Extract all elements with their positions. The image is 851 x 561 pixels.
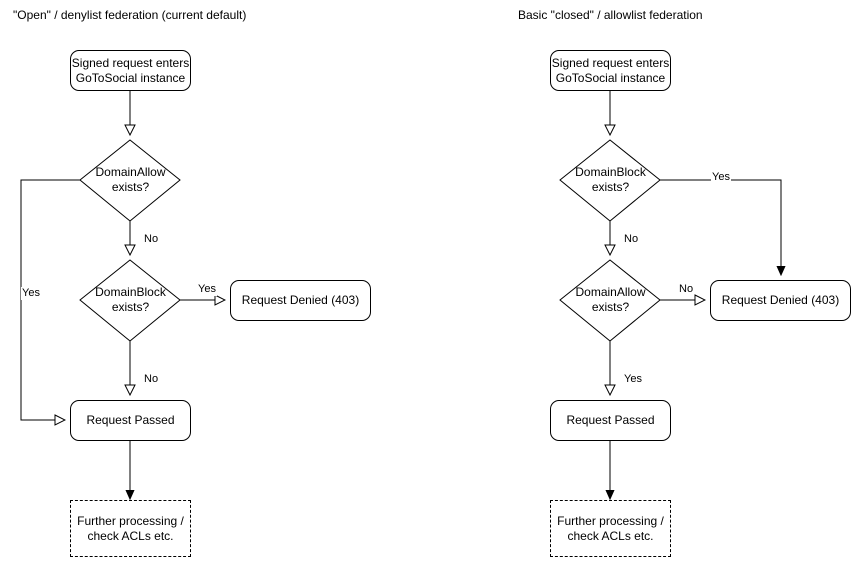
node-start-left-line2: GoToSocial instance: [75, 70, 186, 85]
node-request-passed-right[interactable]: Request Passed: [550, 400, 671, 441]
edge-domainallow-yes-left: [20, 179, 80, 420]
node-start-right-line1: Signed request enters: [551, 55, 670, 70]
decision-domainblock-left[interactable]: [79, 259, 181, 342]
decision-domainblock-right[interactable]: [559, 139, 661, 222]
panel-title-allowlist: Basic "closed" / allowlist federation: [518, 8, 703, 22]
node-start-right[interactable]: Signed request enters GoToSocial instanc…: [550, 50, 671, 91]
node-further-processing-right-line1: Further processing /: [557, 513, 664, 528]
node-further-processing-left-line2: check ACLs etc.: [87, 528, 174, 543]
edge-label-domainblock-no-left: No: [143, 373, 160, 386]
node-request-denied-left[interactable]: Request Denied (403): [230, 280, 371, 321]
node-further-processing-left[interactable]: Further processing / check ACLs etc.: [70, 500, 191, 557]
node-request-passed-left-label: Request Passed: [86, 413, 175, 427]
node-request-denied-right[interactable]: Request Denied (403): [710, 280, 851, 321]
decision-domainallow-right[interactable]: [559, 259, 661, 342]
node-start-left-line1: Signed request enters: [71, 55, 190, 70]
node-further-processing-right[interactable]: Further processing / check ACLs etc.: [550, 500, 671, 557]
node-further-processing-left-line1: Further processing /: [77, 513, 184, 528]
edge-label-domainallow-yes-left: Yes: [21, 287, 41, 300]
node-further-processing-right-line2: check ACLs etc.: [567, 528, 654, 543]
edge-label-domainallow-no-right: No: [678, 283, 695, 296]
edge-label-domainallow-yes-right: Yes: [623, 373, 643, 386]
node-request-denied-right-label: Request Denied (403): [721, 293, 840, 307]
edge-label-domainblock-no-right: No: [623, 233, 640, 246]
edge-label-domainblock-yes-right: Yes: [711, 171, 731, 184]
panel-title-denylist: "Open" / denylist federation (current de…: [13, 8, 247, 22]
node-request-denied-left-label: Request Denied (403): [241, 293, 360, 307]
node-request-passed-right-label: Request Passed: [566, 413, 655, 427]
decision-domainallow-left[interactable]: [79, 139, 181, 222]
node-start-right-line2: GoToSocial instance: [555, 70, 666, 85]
edge-label-domainblock-yes-left: Yes: [197, 283, 217, 296]
edge-domainblock-yes-right: [660, 179, 781, 274]
edge-label-domainallow-no-left: No: [143, 233, 160, 246]
node-start-left[interactable]: Signed request enters GoToSocial instanc…: [70, 50, 191, 91]
node-request-passed-left[interactable]: Request Passed: [70, 400, 191, 441]
